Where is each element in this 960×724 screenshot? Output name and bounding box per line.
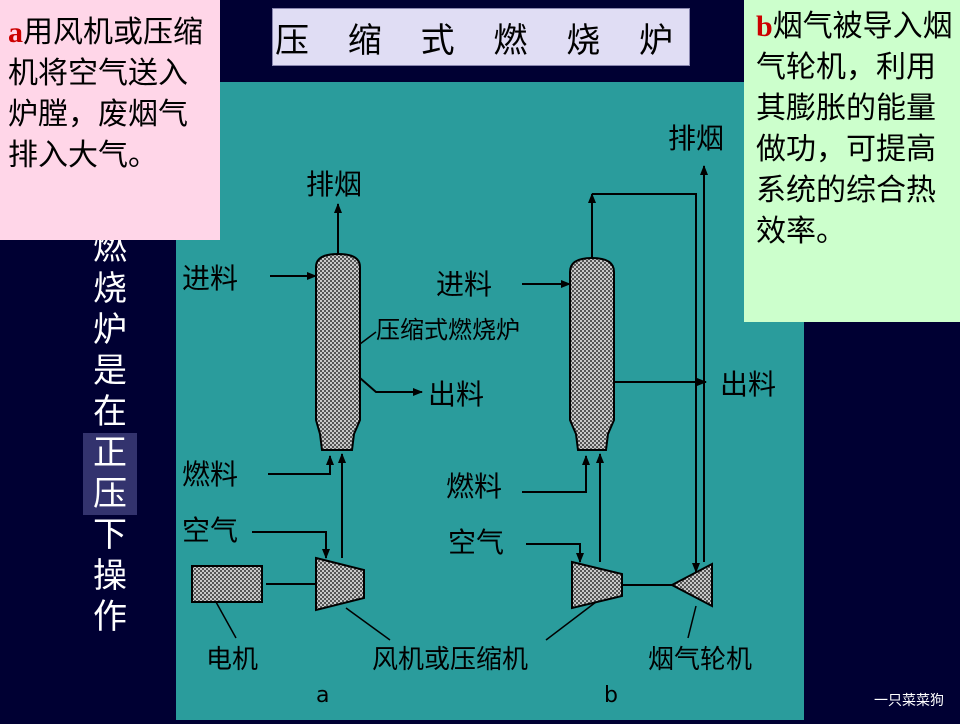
caption-b: b [604,683,618,708]
side-char: 压 [83,474,137,515]
note-a: a用风机或压缩机将空气送入炉膛，废烟气排入大气。 [0,0,220,240]
fuel-label-b: 燃料 [446,470,502,503]
side-char: 是 [93,351,127,391]
compressor-a [315,556,365,612]
compressor-b [571,560,623,610]
side-char: 操 [93,556,127,596]
turbine-b [669,562,713,608]
exhaust-label-a: 排烟 [306,168,362,201]
feed-label-b: 进料 [436,268,492,301]
feed-label-a: 进料 [182,262,238,295]
side-char: 下 [93,515,127,555]
side-char: 作 [93,597,127,637]
note-b-text: 烟气被导入烟气轮机，利用其膨胀的能量做功，可提高系统的综合热效率。 [756,9,953,249]
air-label-a: 空气 [182,514,238,547]
side-char: 在 [93,392,127,432]
blower-label: 风机或压缩机 [372,645,528,675]
credit-text: 一只菜菜狗 [874,693,944,709]
note-b-marker: b [756,10,773,43]
product-label-b: 出料 [720,368,776,401]
exhaust-label-b: 排烟 [668,122,724,155]
furnace-b-vessel [569,256,615,451]
diagram-panel: 排烟 进料 压缩式燃烧炉 出料 燃料 空气 电机 风机或压缩机 a [176,82,804,720]
furnace-a-vessel [315,252,361,451]
furnace-diagram: 排烟 进料 压缩式燃烧炉 出料 燃料 空气 电机 风机或压缩机 a [182,122,776,708]
note-b: b烟气被导入烟气轮机，利用其膨胀的能量做功，可提高系统的综合热效率。 [744,0,960,322]
side-vertical-text: 燃烧炉是在正压下操作 [82,228,138,638]
furnace-label: 压缩式燃烧炉 [376,316,520,344]
note-a-marker: a [8,16,23,49]
caption-a: a [316,683,329,708]
side-char: 烧 [93,269,127,309]
motor-label: 电机 [206,645,258,675]
side-char: 炉 [93,310,127,350]
turbine-label: 烟气轮机 [648,645,752,675]
note-a-text: 用风机或压缩机将空气送入炉膛，废烟气排入大气。 [8,15,203,173]
side-char: 正 [83,433,137,474]
motor-a [191,565,263,603]
air-label-b: 空气 [448,526,504,559]
product-label-a: 出料 [428,378,484,411]
page-title: 压 缩 式 燃 烧 炉 [272,8,690,66]
fuel-label-a: 燃料 [182,458,238,491]
